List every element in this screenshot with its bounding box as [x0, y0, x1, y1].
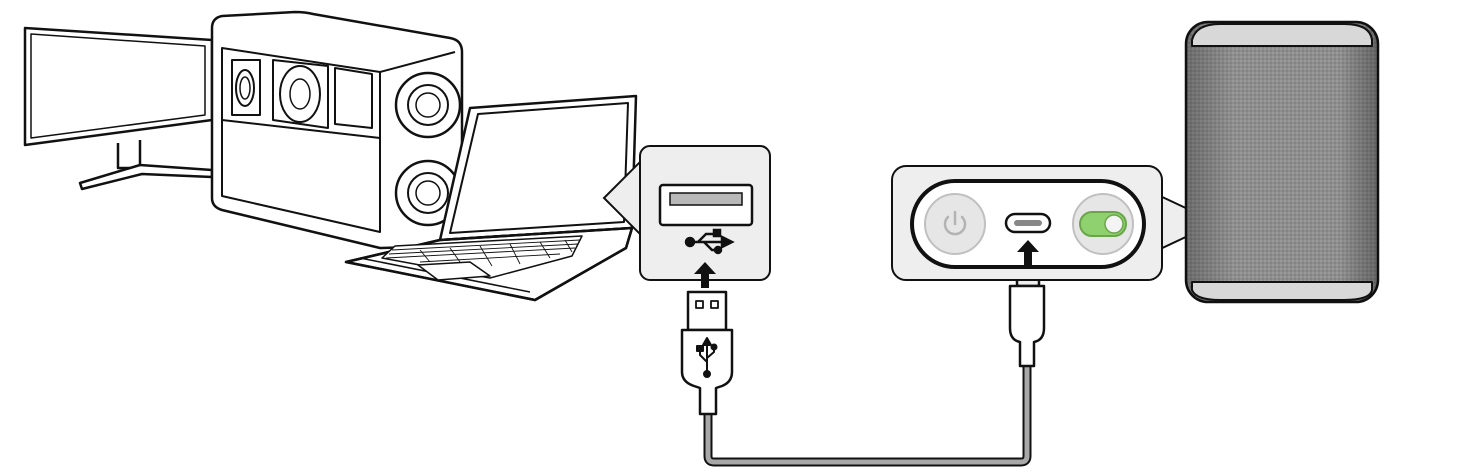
usb-symbol-icon	[684, 228, 735, 255]
arrow-up-icon	[1017, 240, 1039, 266]
arrow-up-icon	[694, 262, 716, 288]
usb-c-port	[1004, 212, 1052, 234]
power-button[interactable]	[924, 193, 986, 255]
usb-a-plug	[680, 290, 734, 416]
monitor-icon	[23, 26, 214, 191]
power-icon	[943, 210, 967, 236]
usb-cable	[703, 365, 1032, 467]
speaker-icon	[1184, 20, 1380, 304]
usb-symbol-icon	[696, 337, 718, 378]
usb-a-port	[658, 183, 754, 227]
laptop-icon	[344, 94, 638, 302]
speaker-panel-callout	[891, 165, 1191, 281]
computer-port-callout	[602, 145, 771, 288]
desktop-tower-icon	[210, 10, 464, 250]
power-toggle-switch[interactable]	[1072, 193, 1134, 255]
